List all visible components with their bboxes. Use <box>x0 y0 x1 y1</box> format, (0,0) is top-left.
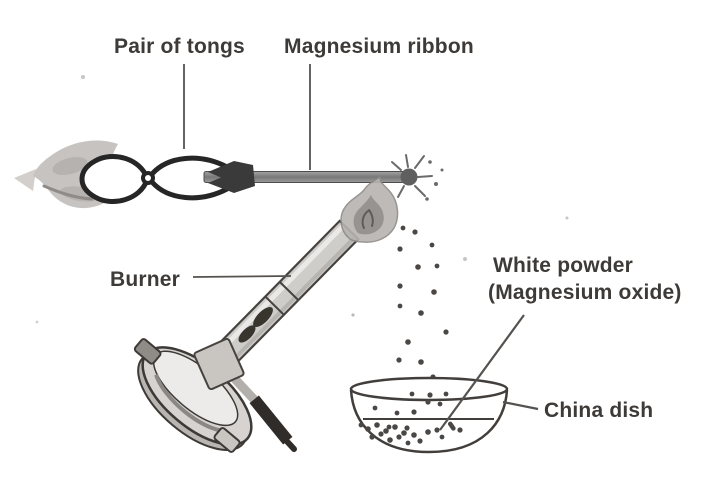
tongs-lower-arm <box>149 179 230 201</box>
burner-base <box>137 346 253 451</box>
hand-thumb-spur <box>14 169 36 191</box>
burner-barrel <box>218 219 360 363</box>
china-dish <box>349 376 509 454</box>
tongs-upper-arm <box>149 155 230 177</box>
burner-flame <box>340 175 399 243</box>
background-specks <box>35 75 569 324</box>
label-burner: Burner <box>110 268 180 291</box>
tongs-left-loop <box>79 154 150 204</box>
burner <box>133 219 360 453</box>
powder-in-dish <box>358 391 463 446</box>
dish-bowl <box>349 389 509 454</box>
leader-china-dish <box>502 400 539 411</box>
spark <box>391 154 444 201</box>
burner-collar <box>193 337 245 391</box>
falling-particles <box>396 225 449 391</box>
leader-lines <box>183 64 539 431</box>
label-white-powder-line2: (Magnesium oxide) <box>488 281 682 304</box>
label-white-powder-line1: White powder <box>493 254 633 277</box>
tongs-pivot <box>141 171 155 185</box>
burner-air-hole <box>253 306 273 328</box>
burner-gas-tube <box>230 374 297 452</box>
burner-base-tab-bottom <box>213 427 241 453</box>
tongs <box>79 154 255 204</box>
label-china-dish: China dish <box>544 399 653 422</box>
burner-base-tab-left <box>133 338 162 365</box>
leader-white-powder <box>439 314 525 431</box>
tongs-clamp-jaw <box>208 161 255 193</box>
label-pair-of-tongs: Pair of tongs <box>114 35 245 58</box>
leader-burner <box>192 275 292 278</box>
label-magnesium-ribbon: Magnesium ribbon <box>284 35 474 58</box>
burner-air-hole <box>238 325 256 343</box>
